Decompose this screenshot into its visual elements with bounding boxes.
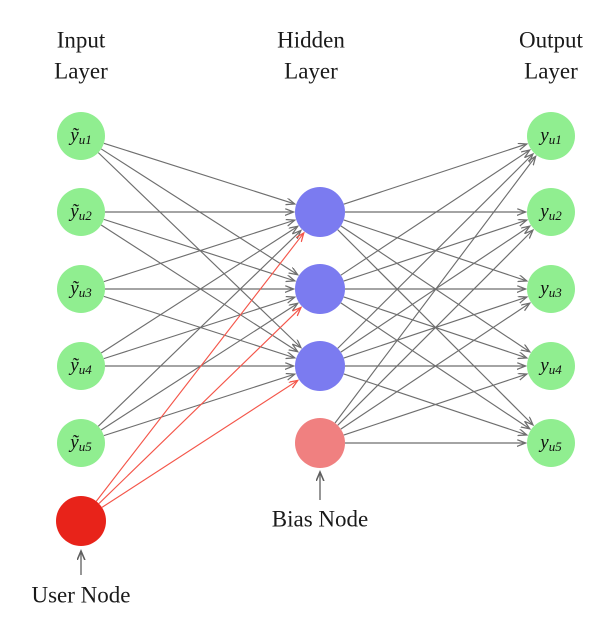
output-node-4-label: yu4 bbox=[538, 355, 562, 377]
input-node-4-label: ỹu4 bbox=[68, 355, 92, 377]
input-node-4-circle[interactable] bbox=[57, 342, 105, 390]
output-node-1-label: yu1 bbox=[538, 125, 561, 147]
edge-input5-hidden2 bbox=[100, 303, 298, 431]
input-layer-heading-line1: Input bbox=[57, 27, 106, 52]
edge-hidden3-output1 bbox=[337, 154, 533, 349]
user-node-circle[interactable] bbox=[56, 496, 106, 546]
layer-headings: Input Layer Hidden Layer Output Layer bbox=[54, 27, 583, 83]
callout-annotations: User Node Bias Node bbox=[32, 472, 368, 607]
edge-group-user-to-hidden bbox=[95, 233, 303, 508]
hidden-node-3[interactable] bbox=[295, 341, 345, 391]
node-group-input-layer: ỹu1 ỹu2 ỹu3 ỹu4 ỹu5 bbox=[57, 112, 105, 467]
hidden-node-3-circle[interactable] bbox=[295, 341, 345, 391]
edge-hidden1-output1 bbox=[343, 144, 527, 205]
bias-node-circle[interactable] bbox=[295, 418, 345, 468]
input-node-1-circle[interactable] bbox=[57, 112, 105, 160]
edge-bias-output4 bbox=[343, 374, 527, 436]
edge-input2-hidden2 bbox=[103, 218, 295, 281]
hidden-layer-heading-line1: Hidden bbox=[277, 27, 345, 52]
output-node-2-label: yu2 bbox=[538, 201, 562, 223]
edge-group-bias-to-output bbox=[334, 156, 536, 443]
edge-bias-output1 bbox=[334, 156, 536, 424]
user-node-callout-label: User Node bbox=[32, 582, 131, 607]
hidden-node-2[interactable] bbox=[295, 264, 345, 314]
edge-input3-hidden1 bbox=[103, 220, 295, 283]
output-layer-heading-line2: Layer bbox=[524, 58, 578, 83]
bias-node[interactable] bbox=[295, 418, 345, 468]
hidden-node-2-circle[interactable] bbox=[295, 264, 345, 314]
node-group-output-layer: yu1 yu2 yu3 yu4 yu5 bbox=[527, 112, 575, 467]
edge-input1-hidden1 bbox=[103, 142, 295, 204]
hidden-node-1-circle[interactable] bbox=[295, 187, 345, 237]
user-node[interactable] bbox=[56, 496, 106, 546]
output-node-4[interactable]: yu4 bbox=[527, 342, 575, 390]
input-node-2-circle[interactable] bbox=[57, 188, 105, 236]
edge-user-hidden1 bbox=[95, 233, 303, 502]
node-group-special bbox=[56, 418, 345, 546]
edge-user-hidden3 bbox=[101, 380, 298, 508]
output-node-1-circle[interactable] bbox=[527, 112, 575, 160]
input-node-3-label: ỹu3 bbox=[68, 278, 92, 300]
input-node-1-label: ỹu1 bbox=[68, 125, 91, 147]
node-group-hidden-layer bbox=[295, 187, 345, 391]
edge-input3-hidden3 bbox=[103, 295, 295, 358]
edge-bias-output2 bbox=[337, 230, 533, 426]
input-node-1[interactable]: ỹu1 bbox=[57, 112, 105, 160]
input-node-4[interactable]: ỹu4 bbox=[57, 342, 105, 390]
output-node-5-label: yu5 bbox=[538, 432, 562, 454]
input-node-5-circle[interactable] bbox=[57, 419, 105, 467]
edge-input2-hidden3 bbox=[100, 224, 298, 352]
edge-bias-output3 bbox=[340, 303, 530, 430]
output-node-2[interactable]: yu2 bbox=[527, 188, 575, 236]
output-node-5[interactable]: yu5 bbox=[527, 419, 575, 467]
edge-hidden2-output1 bbox=[340, 150, 530, 276]
input-node-5[interactable]: ỹu5 bbox=[57, 419, 105, 467]
output-node-4-circle[interactable] bbox=[527, 342, 575, 390]
hidden-node-1[interactable] bbox=[295, 187, 345, 237]
edge-input5-hidden1 bbox=[97, 230, 301, 427]
hidden-layer-heading-line2: Layer bbox=[284, 58, 338, 83]
edge-input4-hidden1 bbox=[100, 226, 298, 354]
output-layer-heading-line1: Output bbox=[519, 27, 584, 52]
output-node-5-circle[interactable] bbox=[527, 419, 575, 467]
edge-input5-hidden3 bbox=[103, 374, 295, 437]
edge-user-hidden2 bbox=[98, 307, 301, 505]
output-node-3-label: yu3 bbox=[538, 278, 562, 300]
input-node-2[interactable]: ỹu2 bbox=[57, 188, 105, 236]
output-node-2-circle[interactable] bbox=[527, 188, 575, 236]
output-node-1[interactable]: yu1 bbox=[527, 112, 575, 160]
output-node-3-circle[interactable] bbox=[527, 265, 575, 313]
bias-node-callout-label: Bias Node bbox=[272, 506, 368, 531]
input-layer-heading-line2: Layer bbox=[54, 58, 108, 83]
input-node-3-circle[interactable] bbox=[57, 265, 105, 313]
input-node-5-label: ỹu5 bbox=[68, 432, 92, 454]
edge-group-input-to-hidden bbox=[97, 142, 301, 437]
output-node-3[interactable]: yu3 bbox=[527, 265, 575, 313]
input-node-2-label: ỹu2 bbox=[68, 201, 92, 223]
input-node-3[interactable]: ỹu3 bbox=[57, 265, 105, 313]
